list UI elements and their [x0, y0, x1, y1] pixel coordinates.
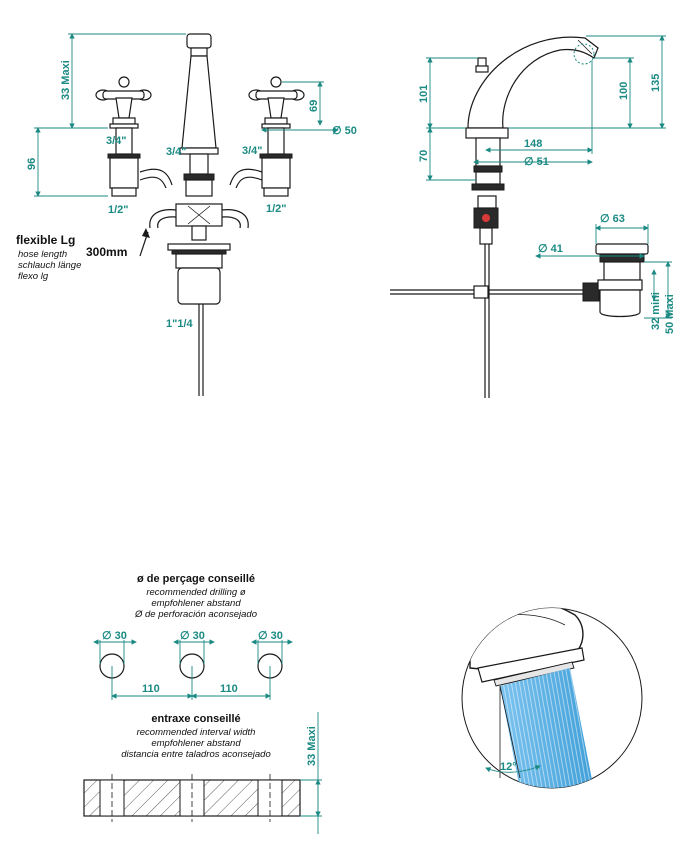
dim-50-front: ∅ 50 [332, 125, 357, 137]
interval-sub-3: distancia entre taladros aconsejado [121, 749, 270, 760]
flexible-title: flexible Lg [16, 233, 75, 247]
interval-section: entraxe conseillé recommended interval w… [83, 712, 322, 834]
hole-dia-center: ∅ 30 [180, 630, 205, 642]
thread-3-4-right: 3/4" [242, 145, 263, 157]
spacing-left: 110 [142, 683, 160, 695]
flexible-line-3: flexo lg [18, 271, 49, 282]
dim-41: ∅ 41 [538, 243, 563, 255]
dim-32-mini: 32 mini [650, 292, 662, 330]
interval-sub-1: recommended interval width [137, 727, 256, 738]
thread-3-4-left: 3/4" [106, 135, 127, 147]
interval-sub-2: empfohlener abstand [151, 738, 241, 749]
right-hose [229, 168, 263, 186]
left-cross-handle [95, 76, 152, 197]
flexible-line-1: hose length [18, 249, 67, 260]
drilling-sub-3: Ø de perforación aconsejado [134, 609, 257, 620]
dim-101: 101 [418, 85, 430, 103]
dim-51: ∅ 51 [524, 156, 549, 168]
spout-detail: 12° [461, 607, 643, 789]
thread-3-4-center: 3/4" [166, 146, 187, 158]
front-view: 33 Maxi 96 69 ∅ 50 3/4" 3/4" 3/4" 1/2" 1… [16, 33, 357, 396]
center-spout [179, 33, 219, 197]
thread-1-2-left: 1/2" [108, 204, 129, 216]
dim-33-maxi-front: 33 Maxi [60, 60, 72, 100]
drilling-sub-1: recommended drilling ø [146, 587, 245, 598]
dim-96: 96 [26, 158, 38, 170]
drilling-sub-2: empfohlener abstand [151, 598, 241, 609]
t-connector [149, 203, 249, 241]
spacing-right: 110 [220, 683, 238, 695]
dim-148: 148 [524, 138, 542, 150]
front-waste [167, 243, 231, 396]
drilling-section: ø de perçage conseillé recommended drill… [93, 573, 293, 700]
dim-50-maxi: 50 Maxi [664, 294, 676, 334]
spout-angle: 12° [500, 761, 517, 773]
hole-dia-left: ∅ 30 [102, 630, 127, 642]
left-hose [139, 168, 173, 186]
dim-100: 100 [618, 82, 630, 100]
dim-63: ∅ 63 [600, 213, 625, 225]
dim-69: 69 [308, 100, 320, 112]
flexible-line-2: schlauch länge [18, 260, 81, 271]
hose-length: 300mm [86, 245, 127, 259]
side-spout [467, 36, 599, 129]
dim-33-maxi-interval: 33 Maxi [306, 726, 318, 766]
interval-title: entraxe conseillé [151, 713, 240, 725]
drilling-title: ø de perçage conseillé [137, 573, 255, 585]
side-view: 101 70 100 135 148 ∅ 51 ∅ 63 ∅ 41 32 min… [390, 35, 676, 398]
hole-dia-right: ∅ 30 [258, 630, 283, 642]
thread-1-1-4: 1"1/4 [166, 318, 194, 330]
right-cross-handle [248, 76, 305, 197]
dim-70: 70 [418, 150, 430, 162]
dim-135: 135 [650, 74, 662, 92]
thread-1-2-right: 1/2" [266, 203, 287, 215]
